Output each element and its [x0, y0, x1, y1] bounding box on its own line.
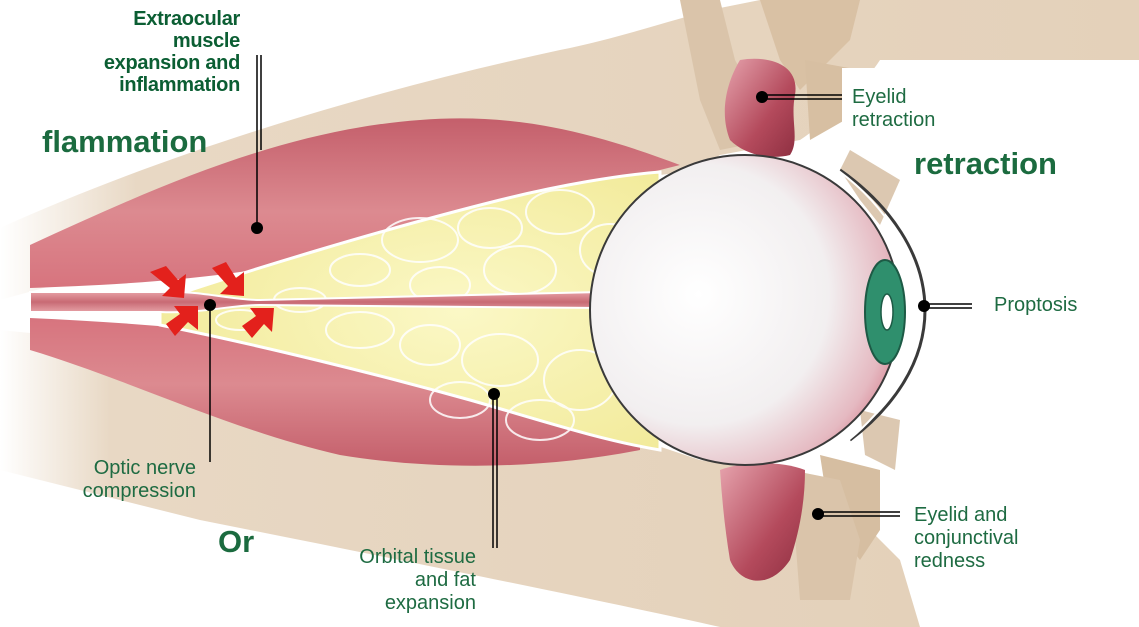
redness-marker-dot: [812, 508, 824, 520]
retraction-title-fragment: retraction: [914, 146, 1057, 182]
label-line: and fat: [300, 569, 476, 592]
label-line: conjunctival: [914, 527, 1019, 550]
label-line: Proptosis: [994, 294, 1077, 317]
label-line: muscle: [60, 30, 240, 52]
eyelid-marker-dot: [756, 91, 768, 103]
label-line: Eyelid and: [914, 504, 1019, 527]
eyeball: [590, 155, 900, 465]
eyelid-redness-label: Eyelid and conjunctival redness: [914, 504, 1019, 573]
orbital-tissue-label: Orbital tissue and fat expansion: [300, 546, 476, 615]
fat-marker-dot: [488, 388, 500, 400]
optic-nerve-label: Optic nerve compression: [10, 457, 196, 503]
proptosis-label: Proptosis: [994, 294, 1077, 317]
label-line: expansion: [300, 592, 476, 615]
label-line: redness: [914, 550, 1019, 573]
nerve-marker-dot: [204, 299, 216, 311]
orbital-title-fragment: Or: [218, 524, 254, 560]
inflammation-title-fragment: flammation: [42, 124, 207, 160]
extraocular-muscle-label: Extraocular muscle expansion and inflamm…: [60, 8, 240, 96]
label-line: compression: [10, 480, 196, 503]
pupil: [881, 294, 893, 330]
upper-eyelid: [725, 59, 796, 157]
label-line: Eyelid: [852, 86, 935, 109]
label-line: Orbital tissue: [300, 546, 476, 569]
label-line: Optic nerve: [10, 457, 196, 480]
label-line: retraction: [852, 109, 935, 132]
proptosis-marker-dot: [918, 300, 930, 312]
label-line: Extraocular: [60, 8, 240, 30]
label-line: expansion and: [60, 52, 240, 74]
eyelid-retraction-label: Eyelid retraction: [852, 86, 935, 132]
label-line: inflammation: [60, 74, 240, 96]
muscle-marker-dot: [251, 222, 263, 234]
